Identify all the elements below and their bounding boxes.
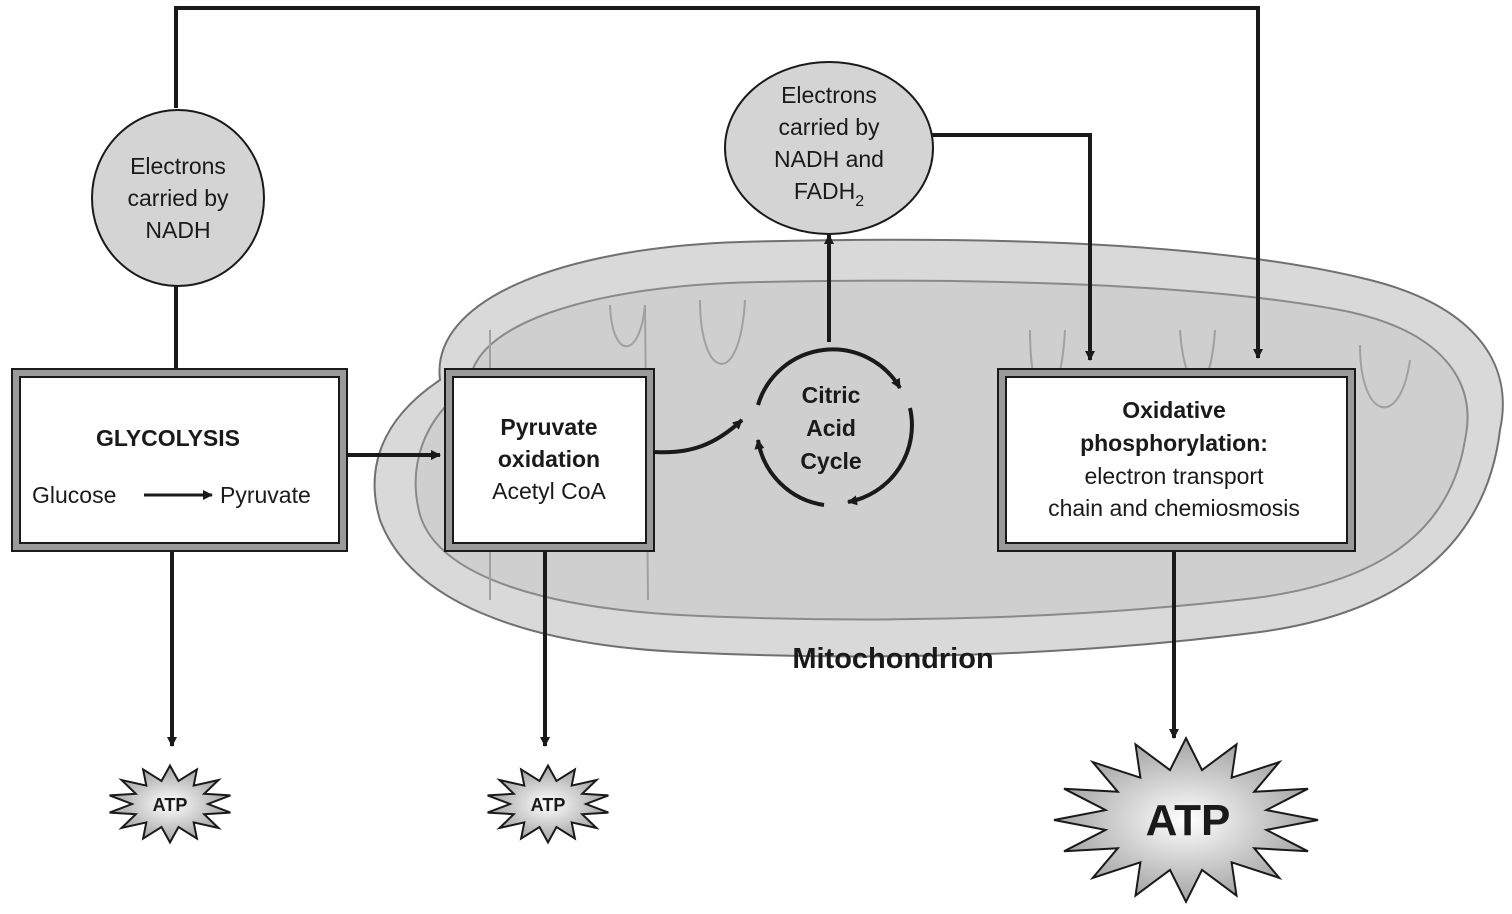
- oxidative-phosphorylation-box: Oxidative phosphorylation: electron tran…: [997, 368, 1356, 552]
- atp-burst-small-pyruvate: ATP: [487, 763, 609, 845]
- atp-burst-large-oxphos: ATP: [1053, 735, 1319, 905]
- citric-line3: Cycle: [800, 448, 861, 474]
- oxphos-line4: chain and chemiosmosis: [1048, 495, 1300, 521]
- pyruvate-line3: Acetyl CoA: [492, 478, 606, 504]
- glycolysis-title: GLYCOLYSIS: [96, 425, 240, 451]
- cycle-arrow-top: [756, 347, 902, 406]
- oxphos-line2: phosphorylation:: [1080, 430, 1268, 456]
- oxphos-line1: Oxidative: [1122, 397, 1226, 423]
- glycolysis-from: Glucose: [32, 482, 116, 508]
- atp-label-pyruvate: ATP: [531, 795, 566, 815]
- cycle-arrow-bottom: [754, 439, 825, 507]
- pyruvate-to-citric-arrow: [654, 418, 744, 455]
- oxphos-line3: electron transport: [1085, 463, 1265, 489]
- glycolysis-to-oxphos-connector: [174, 6, 1263, 359]
- fadh-line2: carried by: [779, 114, 880, 140]
- fadh-line3: NADH and: [774, 146, 884, 172]
- pathway-connectors: [167, 6, 1263, 747]
- citric-acid-cycle: Citric Acid Cycle: [754, 347, 914, 507]
- cycle-arrow-right: [847, 407, 914, 506]
- nadh-electrons-circle: Electrons carried by NADH: [91, 109, 265, 287]
- nadh-line1: Electrons: [130, 153, 226, 179]
- fadh-to-oxphos-arrow: [930, 133, 1095, 361]
- glycolysis-to: Pyruvate: [220, 482, 311, 508]
- mitochondrion-label: Mitochondrion: [792, 643, 993, 675]
- atp-label-oxphos: ATP: [1146, 796, 1231, 845]
- fadh-line4: FADH2: [794, 178, 864, 210]
- nadh-fadh-electrons-circle: Electrons carried by NADH and FADH2: [724, 61, 934, 235]
- atp-label-glycolysis: ATP: [153, 795, 188, 815]
- nadh-line2: carried by: [128, 185, 229, 211]
- glycolysis-box: GLYCOLYSIS Glucose Pyruvate: [11, 368, 348, 552]
- atp-burst-small-glycolysis: ATP: [109, 763, 231, 845]
- fadh-line1: Electrons: [781, 82, 877, 108]
- pyruvate-oxidation-box: Pyruvate oxidation Acetyl CoA: [444, 368, 655, 552]
- nadh-line3: NADH: [145, 217, 210, 243]
- citric-line2: Acid: [806, 415, 856, 441]
- citric-line1: Citric: [802, 382, 861, 408]
- pyruvate-line2: oxidation: [498, 446, 600, 472]
- pyruvate-line1: Pyruvate: [500, 414, 597, 440]
